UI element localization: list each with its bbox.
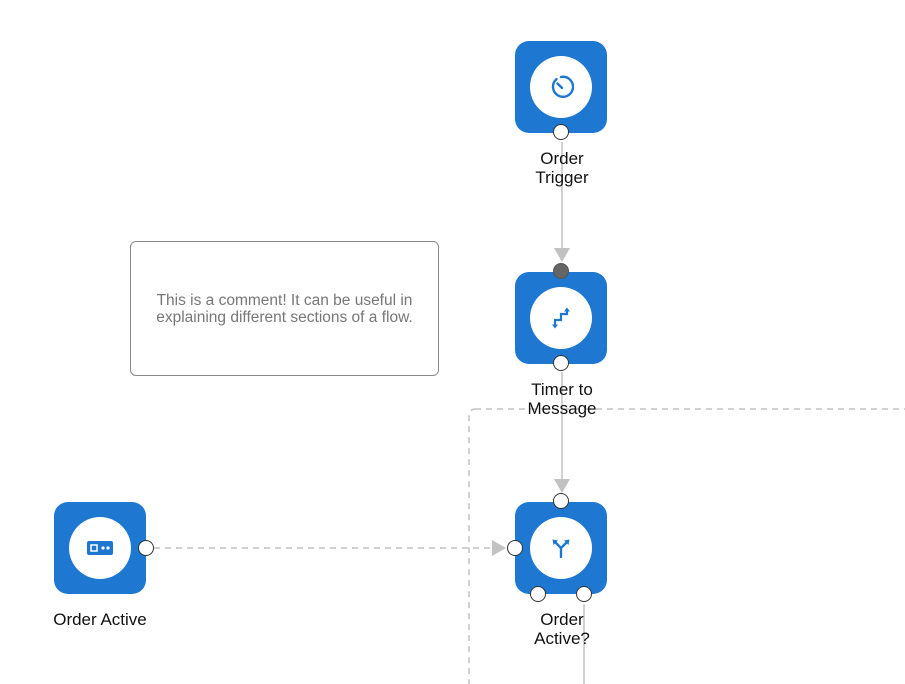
output-port[interactable] <box>553 355 569 371</box>
node-label-order-active-check: Order Active? <box>534 610 590 648</box>
input-port[interactable] <box>553 263 569 279</box>
input-port[interactable] <box>507 540 523 556</box>
node-icon-circle <box>69 517 131 579</box>
transform-icon <box>552 307 570 329</box>
node-label-order-trigger: Order Trigger <box>535 149 589 187</box>
edge-arrowhead <box>554 248 570 262</box>
node-label-order-active: Order Active <box>53 610 147 629</box>
comment-text: This is a comment! It can be useful in e… <box>156 291 413 326</box>
branch-icon <box>552 539 570 559</box>
output-port-false[interactable] <box>530 586 546 602</box>
device-icon <box>87 541 113 555</box>
node-order-active-check[interactable] <box>515 502 607 594</box>
container-group-border <box>468 408 905 684</box>
node-icon-circle <box>530 517 592 579</box>
node-order-trigger[interactable] <box>515 41 607 133</box>
node-icon-circle <box>530 287 592 349</box>
output-port[interactable] <box>553 124 569 140</box>
node-label-timer-to-message: Timer to Message <box>527 380 597 418</box>
edge-arrowhead <box>492 540 506 556</box>
output-port-true[interactable] <box>576 586 592 602</box>
node-icon-circle <box>530 56 592 118</box>
edge-arrowhead <box>554 479 570 493</box>
node-timer-to-message[interactable] <box>515 272 607 364</box>
node-order-active[interactable] <box>54 502 146 594</box>
timer-icon <box>551 75 574 98</box>
output-port[interactable] <box>138 540 154 556</box>
comment-box[interactable]: This is a comment! It can be useful in e… <box>130 241 439 376</box>
input-port[interactable] <box>553 493 569 509</box>
